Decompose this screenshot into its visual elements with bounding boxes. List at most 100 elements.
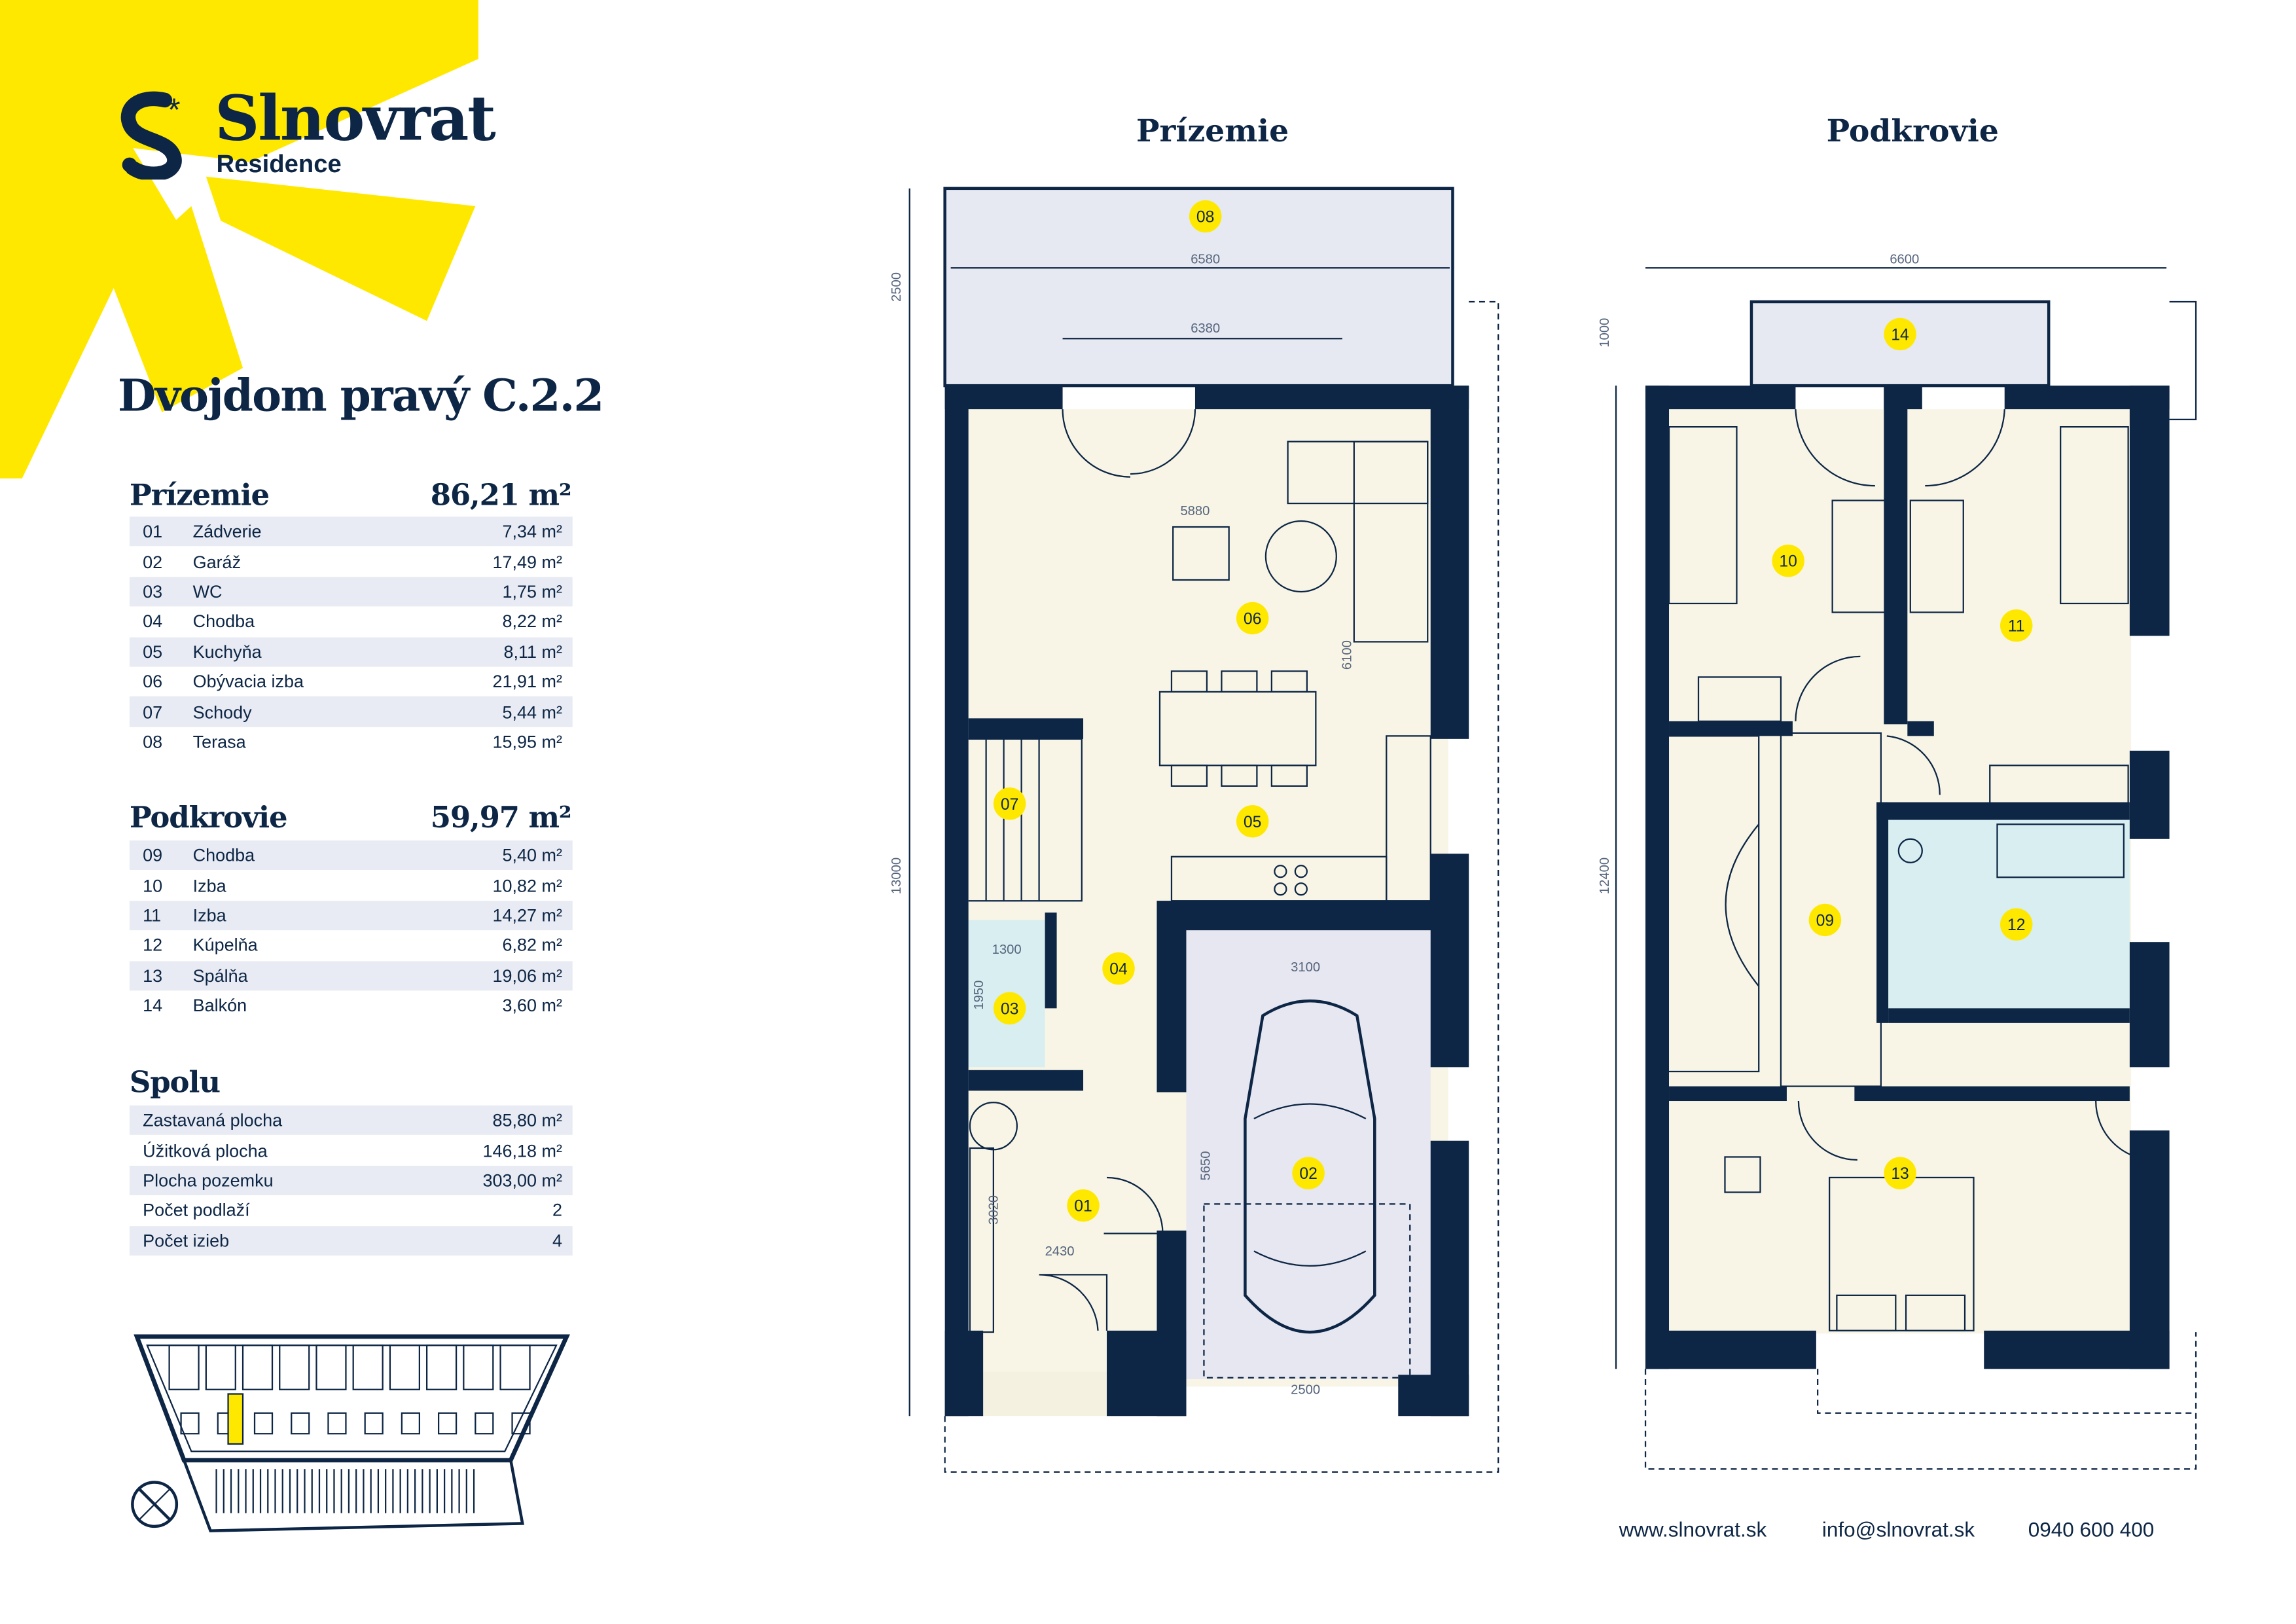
dimension-label: 2500 [889,272,904,302]
attic-plan-title: Podkrovie [1826,111,1999,149]
email-link[interactable]: info@slnovrat.sk [1821,1517,1975,1542]
row-label: WC [192,581,223,602]
row-label: Spálňa [192,965,248,986]
row-label: Počet izieb [143,1230,230,1251]
website-link[interactable]: www.slnovrat.sk [1619,1517,1767,1542]
room-number-label: 11 [2008,618,2025,636]
dimension-label: 3020 [987,1195,1001,1225]
row-value: 5,40 m² [502,845,563,866]
row-value: 7,34 m² [502,521,563,542]
dimension-label: 1950 [972,981,986,1010]
row-value: 14,27 m² [492,905,563,926]
row-label: Garáž [192,551,242,572]
room-number-label: 13 [1891,1165,1909,1183]
row-value: 1,75 m² [502,581,563,602]
room-marker [1236,805,1269,838]
room-number: 10 [143,875,163,896]
svg-text:*: * [168,92,180,128]
row-label: Zastavaná plocha [143,1110,283,1131]
room-number-label: 10 [1779,553,1797,571]
logo-wordmark: Slnovrat [215,82,495,155]
dimension-label: 12400 [1598,857,1612,894]
row-label: Chodba [192,845,255,866]
dimension-label: 6580 [1191,253,1220,267]
walls [944,386,1469,1416]
dimension-label: 13000 [889,857,904,894]
row-label: Terasa [192,731,246,752]
room-number: 09 [143,845,163,866]
room-marker [2000,908,2033,941]
row-value: 15,95 m² [492,731,563,752]
phone-number: 0940 600 400 [2028,1517,2155,1542]
table-row: 12 Kúpelňa 6,82 m² [130,931,573,961]
room-marker [1884,1157,1916,1189]
ground-plan-title: Prízemie [1136,111,1289,149]
row-label: Počet podlaží [143,1200,250,1221]
totals-heading: Spolu [130,1064,571,1100]
site-map [131,1334,570,1532]
room-number: 02 [143,551,163,572]
garage-area [1186,930,1431,1380]
row-label: Kúpelňa [192,935,258,956]
room-number-label: 03 [1001,1000,1019,1018]
heading-label: Prízemie [129,477,270,513]
table-row: 07 Schody 5,44 m² [129,696,573,727]
dimension-label: 2430 [1045,1244,1075,1259]
row-label: Obývacia izba [192,671,304,693]
room-marker [1189,200,1222,233]
compass-icon [131,1481,179,1528]
row-value: 19,06 m² [492,965,563,986]
row-value: 146,18 m² [482,1140,563,1161]
row-label: Balkón [192,995,247,1016]
room-number: 12 [143,935,163,956]
dimension-label: 5650 [1198,1151,1213,1180]
heading-total: 59,97 m² [430,799,572,835]
dimension-label: 1300 [992,943,1022,957]
room-number: 05 [143,641,163,662]
row-label: Schody [192,701,252,723]
table-row: 06 Obývacia izba 21,91 m² [130,667,573,697]
sunburst-graphic [0,0,478,478]
room-number: 07 [143,701,163,723]
dimension-label: 5880 [1180,504,1210,518]
room-marker [993,787,1026,820]
row-label: Plocha pozemku [143,1170,274,1191]
room-number-label: 05 [1244,814,1262,831]
room-number: 06 [143,671,163,693]
room-marker [1067,1189,1100,1222]
room-number-label: 07 [1001,796,1019,814]
row-label: Kuchyňa [192,641,262,662]
logo-subtitle: Residence [216,150,342,179]
room-number: 14 [143,995,163,1016]
dimension-label: 1000 [1598,318,1612,348]
room-number: 03 [143,581,163,602]
room-marker [1772,545,1804,577]
row-value: 21,91 m² [492,671,563,693]
heading-label: Spolu [129,1064,221,1100]
room-number-label: 12 [2007,916,2025,934]
row-label: Izba [192,905,226,926]
row-value: 6,82 m² [502,935,563,956]
table-row: Plocha pozemku 303,00 m² [129,1165,573,1196]
room-marker [1884,317,1916,351]
row-value: 303,00 m² [482,1170,563,1191]
room-number: 04 [143,611,163,632]
dimension-label: 2500 [1291,1383,1320,1398]
room-marker [1808,903,1842,937]
room-number-label: 04 [1109,961,1128,979]
room-number-label: 14 [1891,326,1909,344]
row-value: 5,44 m² [502,701,563,723]
